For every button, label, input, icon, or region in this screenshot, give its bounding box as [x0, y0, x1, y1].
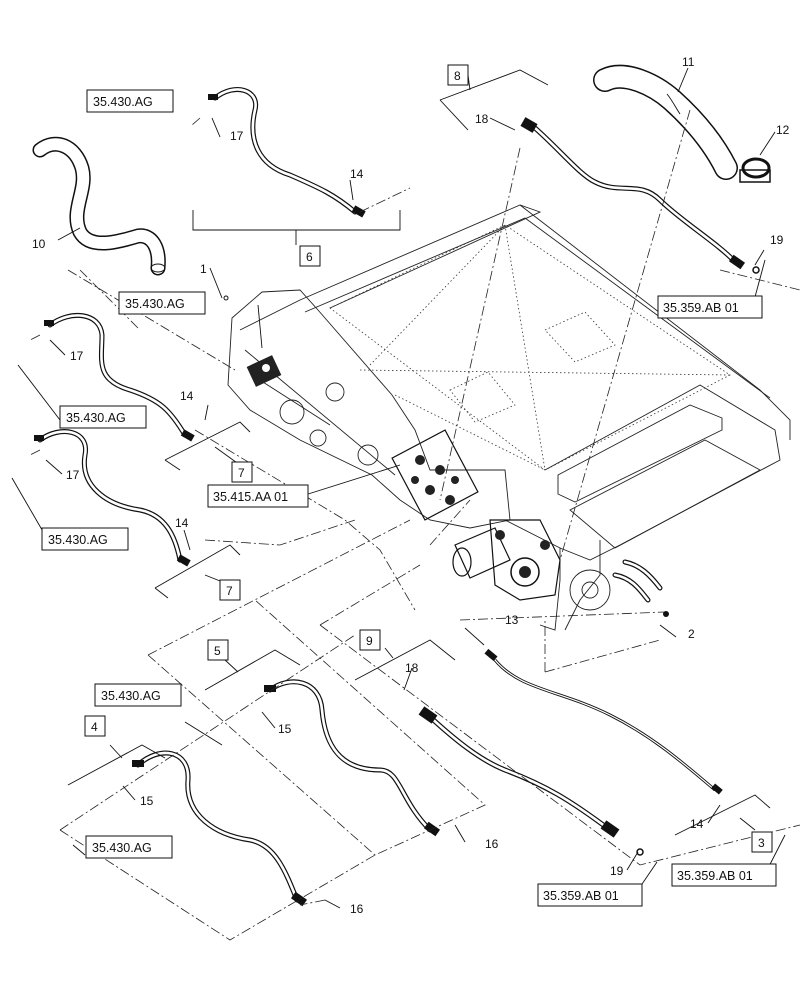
- small-fittings: [223, 266, 760, 856]
- callout-labels: 1 2 10 11 12 13 14 14 14 14 15 15 16 16 …: [32, 55, 790, 916]
- hydraulic-valve-block-icon: [246, 355, 479, 521]
- callout-10: 10: [32, 237, 46, 251]
- ref-35-415-aa-01: 35.415.AA 01: [213, 490, 288, 504]
- callout-14-a: 14: [350, 167, 364, 181]
- callout-leaders: [45, 67, 776, 909]
- ref-35-430-ag-1: 35.430.AG: [93, 95, 153, 109]
- callout-19-b: 19: [610, 864, 624, 878]
- ref-35-430-ag-4: 35.430.AG: [48, 533, 108, 547]
- boxed-callouts: 6 8 7 7 5 9 4 3: [84, 64, 773, 853]
- hose-18-19-top: [520, 117, 746, 270]
- ref-35-430-ag-2: 35.430.AG: [125, 297, 185, 311]
- callout-15-b: 15: [140, 794, 154, 808]
- callout-16-b: 16: [350, 902, 364, 916]
- callout-18-a: 18: [475, 112, 489, 126]
- ref-35-430-ag-6: 35.430.AG: [92, 841, 152, 855]
- group-brackets: [11, 69, 786, 891]
- callout-3: 3: [758, 836, 765, 850]
- callout-12: 12: [776, 123, 790, 137]
- callout-7-a: 7: [238, 466, 245, 480]
- hose-clamp-icon: [739, 157, 771, 183]
- callout-14-b: 14: [180, 389, 194, 403]
- callout-17-c: 17: [66, 468, 80, 482]
- ref-35-430-ag-3: 35.430.AG: [66, 411, 126, 425]
- hydraulic-pump-icon: [452, 519, 561, 601]
- callout-14-d: 14: [690, 817, 704, 831]
- callout-19-a: 19: [770, 233, 784, 247]
- callout-17-b: 17: [70, 349, 84, 363]
- hose-15-16-b: [132, 750, 308, 907]
- callout-17-a: 17: [230, 129, 244, 143]
- callout-1: 1: [200, 262, 207, 276]
- callout-13: 13: [505, 613, 519, 627]
- reference-boxes: 35.430.AG 35.430.AG 35.430.AG 35.430.AG …: [41, 89, 777, 907]
- alignment-lines: [29, 109, 801, 941]
- hose-11: [593, 64, 738, 180]
- hose-17-14-low: [34, 429, 191, 567]
- callout-15-a: 15: [278, 722, 292, 736]
- ref-35-359-ab-01-top: 35.359.AB 01: [663, 301, 739, 315]
- callout-2: 2: [688, 627, 695, 641]
- callout-6: 6: [306, 250, 313, 264]
- ref-35-430-ag-5: 35.430.AG: [101, 689, 161, 703]
- callout-14-c: 14: [175, 516, 189, 530]
- callout-16-a: 16: [485, 837, 499, 851]
- callout-7-b: 7: [226, 584, 233, 598]
- callout-4: 4: [91, 720, 98, 734]
- chassis-frame: [227, 204, 791, 631]
- callout-9: 9: [366, 634, 373, 648]
- hose-17-14-mid: [44, 312, 195, 442]
- hose-13-14: [484, 648, 723, 795]
- hose-17-14-top: [208, 87, 366, 218]
- ref-35-359-ab-01-bottom: 35.359.AB 01: [543, 889, 619, 903]
- callout-8: 8: [454, 69, 461, 83]
- hose-15-16-a: [264, 679, 441, 837]
- callout-5: 5: [214, 644, 221, 658]
- ref-35-359-ab-01-right: 35.359.AB 01: [677, 869, 753, 883]
- callout-11: 11: [682, 55, 695, 69]
- hose-18-19-low: [418, 706, 620, 838]
- hose-10: [32, 136, 166, 276]
- callout-18-b: 18: [405, 661, 419, 675]
